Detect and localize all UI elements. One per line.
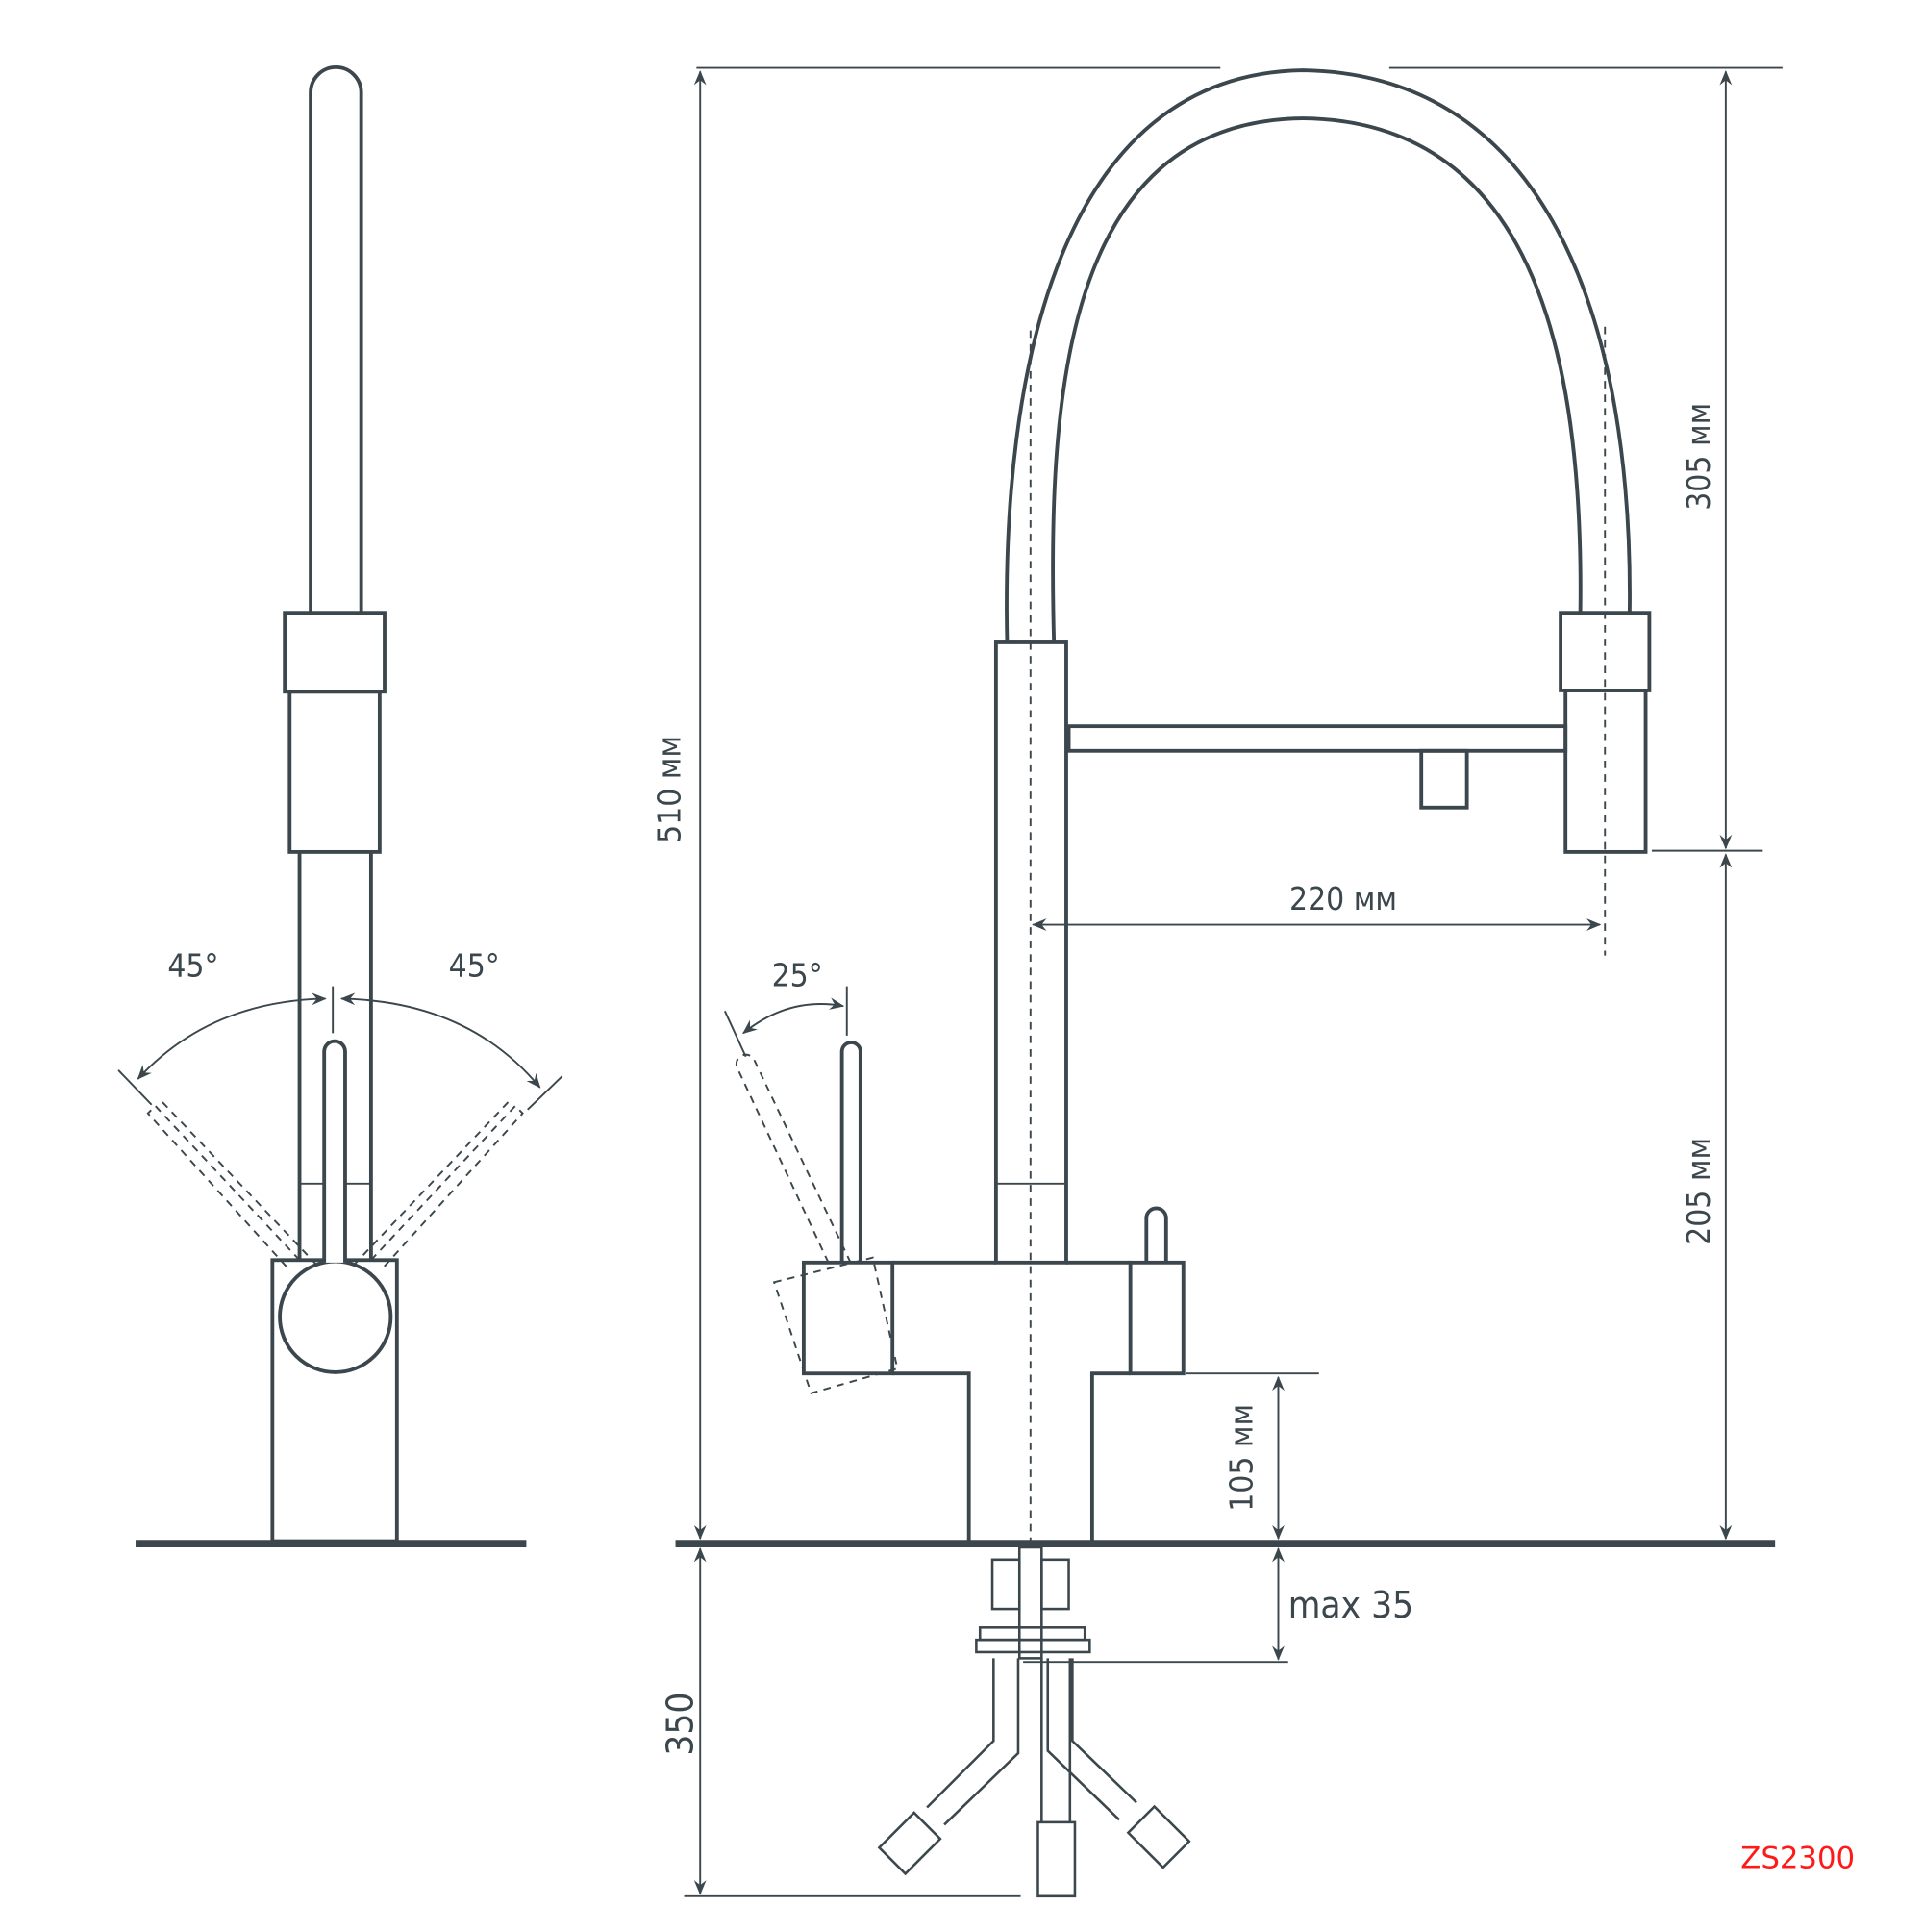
main-column: [993, 640, 1068, 1265]
hose-length-label: 350: [660, 1693, 703, 1756]
left-handle-box: [801, 1260, 895, 1376]
front-view: 25°: [675, 68, 1776, 1898]
lever-rod: [322, 1039, 347, 1263]
lever-ghost: [735, 1053, 899, 1394]
right-valve-knob: [1144, 1206, 1168, 1263]
spray-head: [1563, 689, 1648, 854]
mounting-fittings: [877, 1545, 1191, 1898]
spout-collar: [283, 611, 387, 694]
body-height-label: 105 мм: [1223, 1404, 1261, 1512]
max-thickness-label: max 35: [1288, 1584, 1413, 1627]
left-lever: [839, 1041, 862, 1263]
right-valve-box: [1128, 1260, 1186, 1376]
spray-collar: [1559, 611, 1652, 692]
upper-body: [287, 690, 382, 854]
spray-bar: [1066, 724, 1568, 753]
reach-label: 220 мм: [1289, 880, 1397, 917]
dimensions: 510 мм 305 мм 205 мм 220 мм 105 мм max 3…: [651, 66, 1783, 1897]
total-height-label: 510 мм: [651, 736, 688, 843]
hose-outer: [1005, 68, 1632, 643]
hose-inner: [1051, 116, 1583, 643]
angle-right-label: 45°: [449, 946, 500, 984]
angle-lever-label: 25°: [772, 957, 823, 994]
lever-ghost-left: [146, 1098, 318, 1268]
lever-ghost-right: [353, 1098, 524, 1268]
model-code: ZS2300: [1740, 1841, 1855, 1875]
body: [892, 1260, 1131, 1542]
angle-arc-left: [137, 992, 327, 1080]
angle-arc-lever: [742, 997, 845, 1035]
spout-height-label: 305 мм: [1680, 403, 1717, 511]
side-view: 45° 45°: [117, 64, 563, 1547]
lever-hub: [278, 1259, 393, 1374]
spout-rod: [309, 64, 363, 614]
clearance-height-label: 205 мм: [1680, 1138, 1717, 1245]
filter-outlet: [1419, 748, 1469, 810]
angle-left-label: 45°: [167, 946, 218, 984]
angle-arc-right: [339, 992, 541, 1089]
